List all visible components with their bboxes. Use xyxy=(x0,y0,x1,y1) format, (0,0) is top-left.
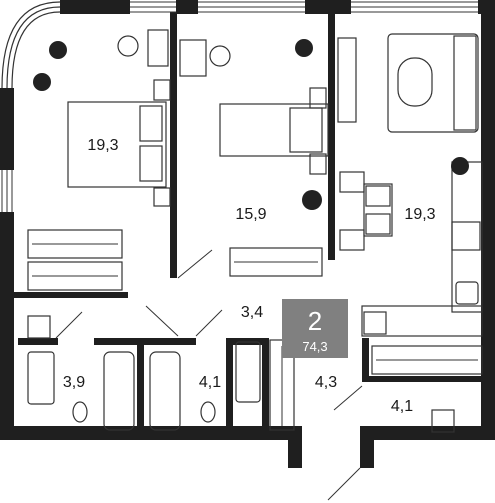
doors xyxy=(55,249,363,501)
bed-left xyxy=(67,101,167,188)
badge-room-count: 2 xyxy=(308,306,322,336)
wardrobe-3 xyxy=(229,247,323,277)
area-hall: 3,4 xyxy=(241,304,263,321)
wardrobe-1 xyxy=(27,229,123,259)
area-entrance-hall: 4,1 xyxy=(391,398,413,415)
bathtub-1 xyxy=(103,351,135,431)
bathtub-2 xyxy=(149,351,181,431)
wardrobe-4 xyxy=(371,345,483,375)
furniture xyxy=(27,29,483,433)
area-bathroom-right: 4,1 xyxy=(199,374,221,391)
badge-background xyxy=(282,299,348,358)
dining-table xyxy=(363,183,393,237)
sofa xyxy=(387,33,479,133)
area-kitchen-living: 19,3 xyxy=(404,206,435,223)
corner-window xyxy=(1,1,61,89)
bed-middle xyxy=(219,103,329,157)
badge-total-area: 74,3 xyxy=(302,339,327,354)
plants xyxy=(33,39,469,210)
area-bedroom-middle: 15,9 xyxy=(235,206,266,223)
walls xyxy=(0,0,495,468)
hangers xyxy=(32,243,478,426)
room-labels: 19,3 15,9 19,3 3,4 3,9 4,1 4,3 4,1 xyxy=(63,137,436,415)
wardrobe-2 xyxy=(27,261,123,291)
summary-badge: 2 74,3 xyxy=(282,299,348,358)
windows xyxy=(1,1,478,212)
nightstand xyxy=(153,79,171,101)
area-bathroom-left: 3,9 xyxy=(63,374,85,391)
area-corridor: 4,3 xyxy=(315,374,337,391)
area-bedroom-left: 19,3 xyxy=(87,137,118,154)
